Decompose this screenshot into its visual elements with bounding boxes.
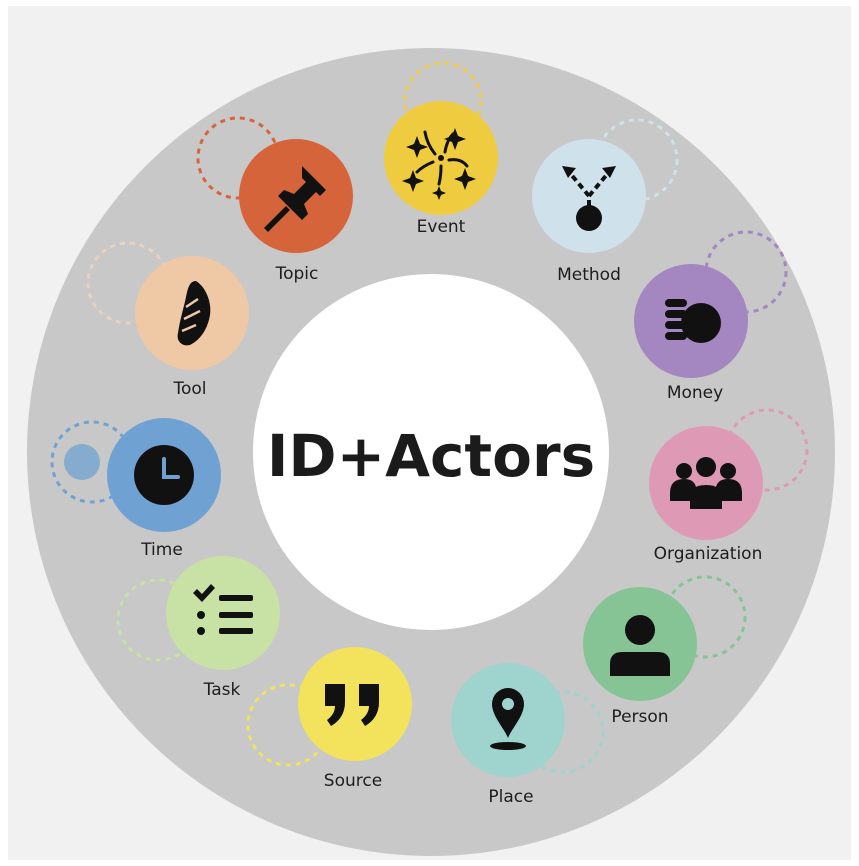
- method-label: Method: [557, 265, 621, 285]
- node-method: Method: [532, 118, 679, 285]
- place-label: Place: [488, 787, 533, 807]
- tool-label: Tool: [172, 379, 206, 399]
- event-ghost-ring: [403, 61, 483, 141]
- person-ghost-ring: [663, 575, 747, 659]
- node-time: Time: [50, 418, 221, 560]
- node-event: Event: [384, 61, 498, 237]
- center-hub: [253, 274, 609, 630]
- place-ghost-ring: [521, 690, 605, 774]
- node-tool: Tool: [86, 241, 249, 399]
- node-source: Source: [246, 647, 412, 791]
- organization-ghost-ring: [725, 408, 809, 492]
- time-label: Time: [140, 540, 183, 560]
- node-organization: Organization: [649, 408, 809, 564]
- node-task: Task: [116, 556, 280, 700]
- source-label: Source: [324, 771, 382, 791]
- node-money: Money: [634, 230, 788, 403]
- event-label: Event: [417, 217, 466, 237]
- organization-circle: [649, 426, 763, 540]
- node-person: Person: [583, 575, 747, 727]
- topic-label: Topic: [275, 264, 319, 284]
- person-label: Person: [611, 707, 668, 727]
- clock-icon: [132, 443, 196, 507]
- node-place: Place: [451, 663, 605, 807]
- task-label: Task: [203, 680, 241, 700]
- center-label: ID+Actors: [267, 422, 595, 490]
- node-topic: Topic: [196, 116, 353, 284]
- time-ghost-clock: [64, 444, 100, 480]
- organization-label: Organization: [654, 544, 763, 564]
- money-label: Money: [667, 383, 723, 403]
- source-circle: [298, 647, 412, 761]
